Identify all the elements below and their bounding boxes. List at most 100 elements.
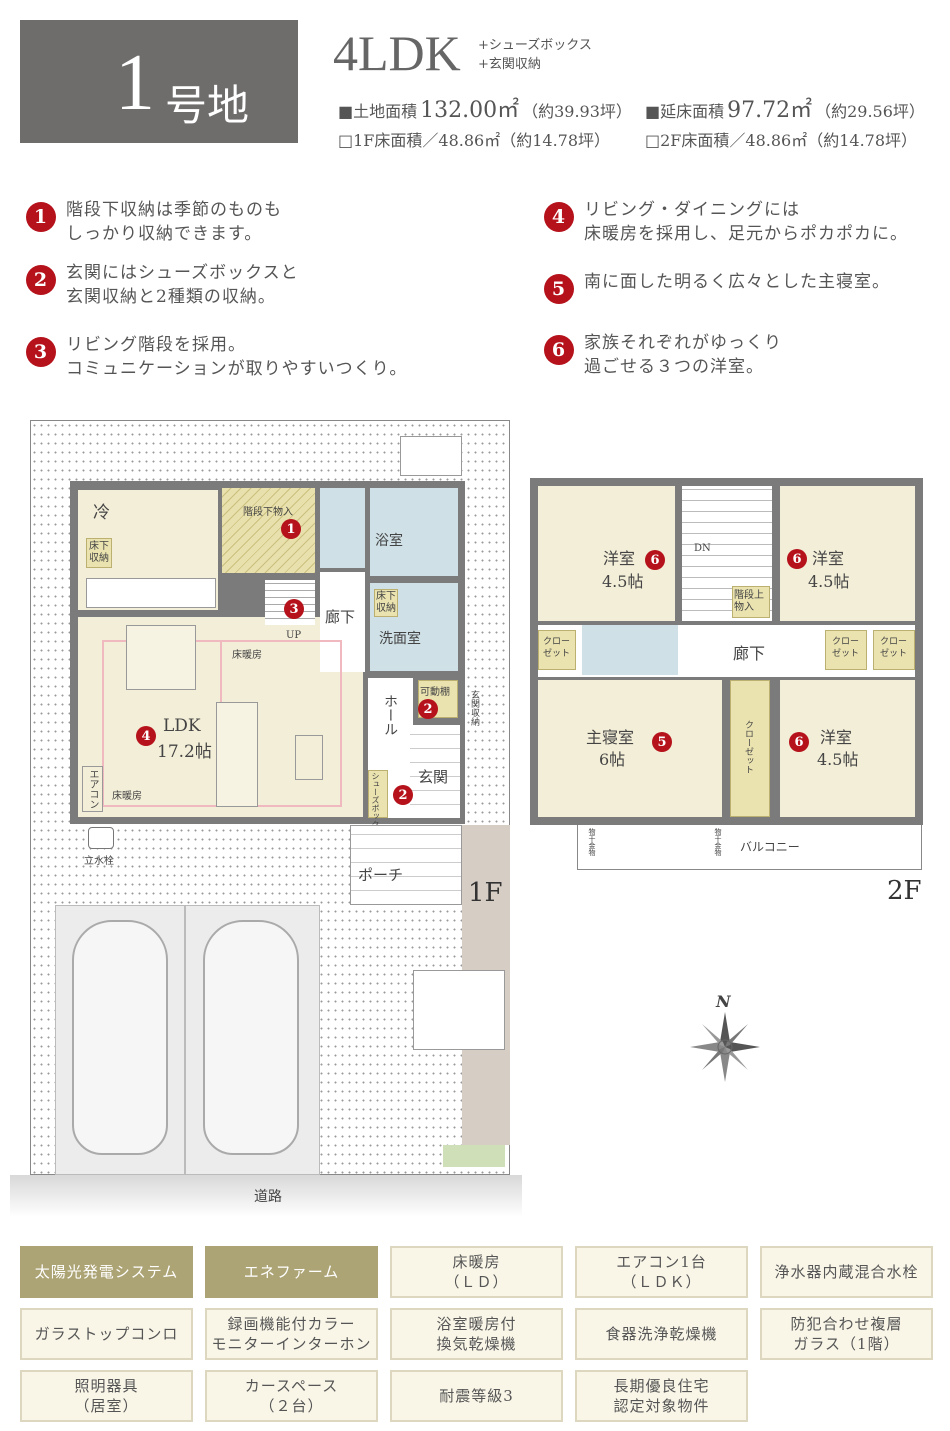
plan-type: 4LDK [333, 25, 461, 81]
label-western-room-3: 洋室 [820, 728, 853, 747]
compass-north-label: N [716, 992, 731, 1011]
marker-2: 2 [418, 699, 438, 719]
marker-6: 6 [789, 732, 809, 752]
feature-badge: 太陽光発電システム [20, 1246, 193, 1298]
bathroom [370, 488, 458, 576]
label-movable-shelf: 可動棚 [420, 687, 450, 698]
label-corridor-2f: 廊下 [733, 644, 766, 663]
label-shoebox: シューズボックス [371, 772, 380, 836]
feature-badge: 長期優良住宅 認定対象物件 [575, 1370, 748, 1422]
label-entrance-storage: 玄関収納 [469, 690, 479, 726]
planting [443, 1145, 505, 1167]
kitchen-counter [86, 578, 216, 608]
balcony [577, 825, 922, 870]
label-hall: ホール [382, 694, 398, 736]
label-closet: クロー ゼット [832, 637, 860, 659]
feature-badge: 浴室暖房付 換気乾燥機 [390, 1308, 563, 1360]
road [10, 1175, 522, 1217]
label-washroom: 洗面室 [379, 631, 421, 647]
floor2-label: 2F [887, 876, 922, 906]
car-icon [72, 920, 168, 1155]
marker-1: 1 [281, 519, 301, 539]
car-icon [203, 920, 299, 1155]
marker-6: 6 [645, 550, 665, 570]
floor1-area: □1F床面積／48.86㎡（約14.78坪） [338, 131, 611, 150]
bicycle-parking [413, 970, 505, 1050]
label-master-bedroom: 主寝室 [586, 728, 635, 747]
entrance-floor [410, 725, 460, 818]
marker-2: 2 [393, 785, 413, 805]
feature-badge: 床暖房 （ＬＤ） [390, 1246, 563, 1298]
feature-badge: 浄水器内蔵混合水栓 [760, 1246, 933, 1298]
feature-badge: 防犯合わせ複層 ガラス（1階） [760, 1308, 933, 1360]
feature-badge: カースペース （２台） [205, 1370, 378, 1422]
toilet-2f [582, 625, 678, 675]
toilet [320, 488, 365, 568]
label-corridor: 廊下 [325, 608, 356, 626]
label-western-room-2-size: 4.5帖 [808, 572, 850, 591]
dining-table [126, 625, 196, 690]
label-western-room-1-size: 4.5帖 [602, 572, 644, 591]
feature-badge: エネファーム [205, 1246, 378, 1298]
feature-badge: ガラストップコンロ [20, 1308, 193, 1360]
label-closet: クロー ゼット [880, 637, 908, 659]
coffee-table [295, 735, 323, 780]
feature-badge: 食器洗浄乾燥機 [575, 1308, 748, 1360]
label-entrance: 玄関 [418, 768, 449, 786]
label-closet-vertical: クローゼット [743, 720, 753, 774]
label-porch: ポーチ [358, 866, 404, 884]
label-western-room-1: 洋室 [603, 549, 636, 568]
feature-badge: エアコン1台 （ＬＤＫ） [575, 1246, 748, 1298]
label-underfloor-storage-2: 床下 収納 [374, 589, 398, 617]
plan-extra: +シューズボックス [478, 38, 592, 53]
label-dn: DN [694, 543, 711, 554]
label-ldk: LDK [163, 716, 201, 736]
compass-rose-icon [690, 1012, 760, 1082]
marker-3: 3 [284, 599, 304, 619]
label-master-bedroom-size: 6帖 [599, 750, 626, 769]
label-bath: 浴室 [375, 533, 403, 549]
marker-4: 4 [136, 726, 156, 746]
label-stair-storage: 階段下物入 [243, 507, 293, 518]
marker-5: 5 [652, 732, 672, 752]
sofa [216, 702, 258, 807]
label-up: UP [286, 630, 302, 641]
porch [350, 825, 462, 905]
label-western-room-2: 洋室 [812, 549, 845, 568]
floor2-area: □2F床面積／48.86㎡（約14.78坪） [645, 131, 918, 150]
shoebox [368, 770, 388, 818]
feature-badge: 照明器具 （居室） [20, 1370, 193, 1422]
feature-badge: 耐震等級3 [390, 1370, 563, 1422]
lot-suffix: 号地 [165, 81, 250, 130]
label-floor-heating: 床暖房 [112, 791, 142, 802]
marker-6: 6 [787, 549, 807, 569]
outdoor-unit [400, 436, 462, 476]
stair-storage [222, 488, 315, 573]
lot-title-box: 1 号地 [20, 20, 298, 143]
feature-badge: 録画機能付カラー モニターインターホン [205, 1308, 378, 1360]
label-western-room-3-size: 4.5帖 [817, 750, 859, 769]
label-underfloor-storage: 床下 収納 [86, 538, 112, 568]
floor1-label: 1F [468, 878, 503, 908]
label-faucet: 立水栓 [84, 856, 114, 867]
label-balcony: バルコニー [740, 840, 800, 854]
label-road: 道路 [254, 1189, 282, 1205]
label-hanger: 物干金物 [588, 828, 596, 856]
label-stair-storage-2f: 階段上 物入 [734, 590, 764, 613]
label-floor-heating: 床暖房 [232, 650, 262, 661]
corridor [320, 572, 365, 672]
label-fridge: 冷 [93, 503, 110, 523]
label-hanger: 物干金物 [714, 828, 722, 856]
faucet-icon [88, 827, 114, 849]
lot-number: 1 [115, 39, 155, 127]
label-aircon: エアコン [82, 766, 103, 812]
plan-extra: +玄関収納 [478, 57, 541, 72]
